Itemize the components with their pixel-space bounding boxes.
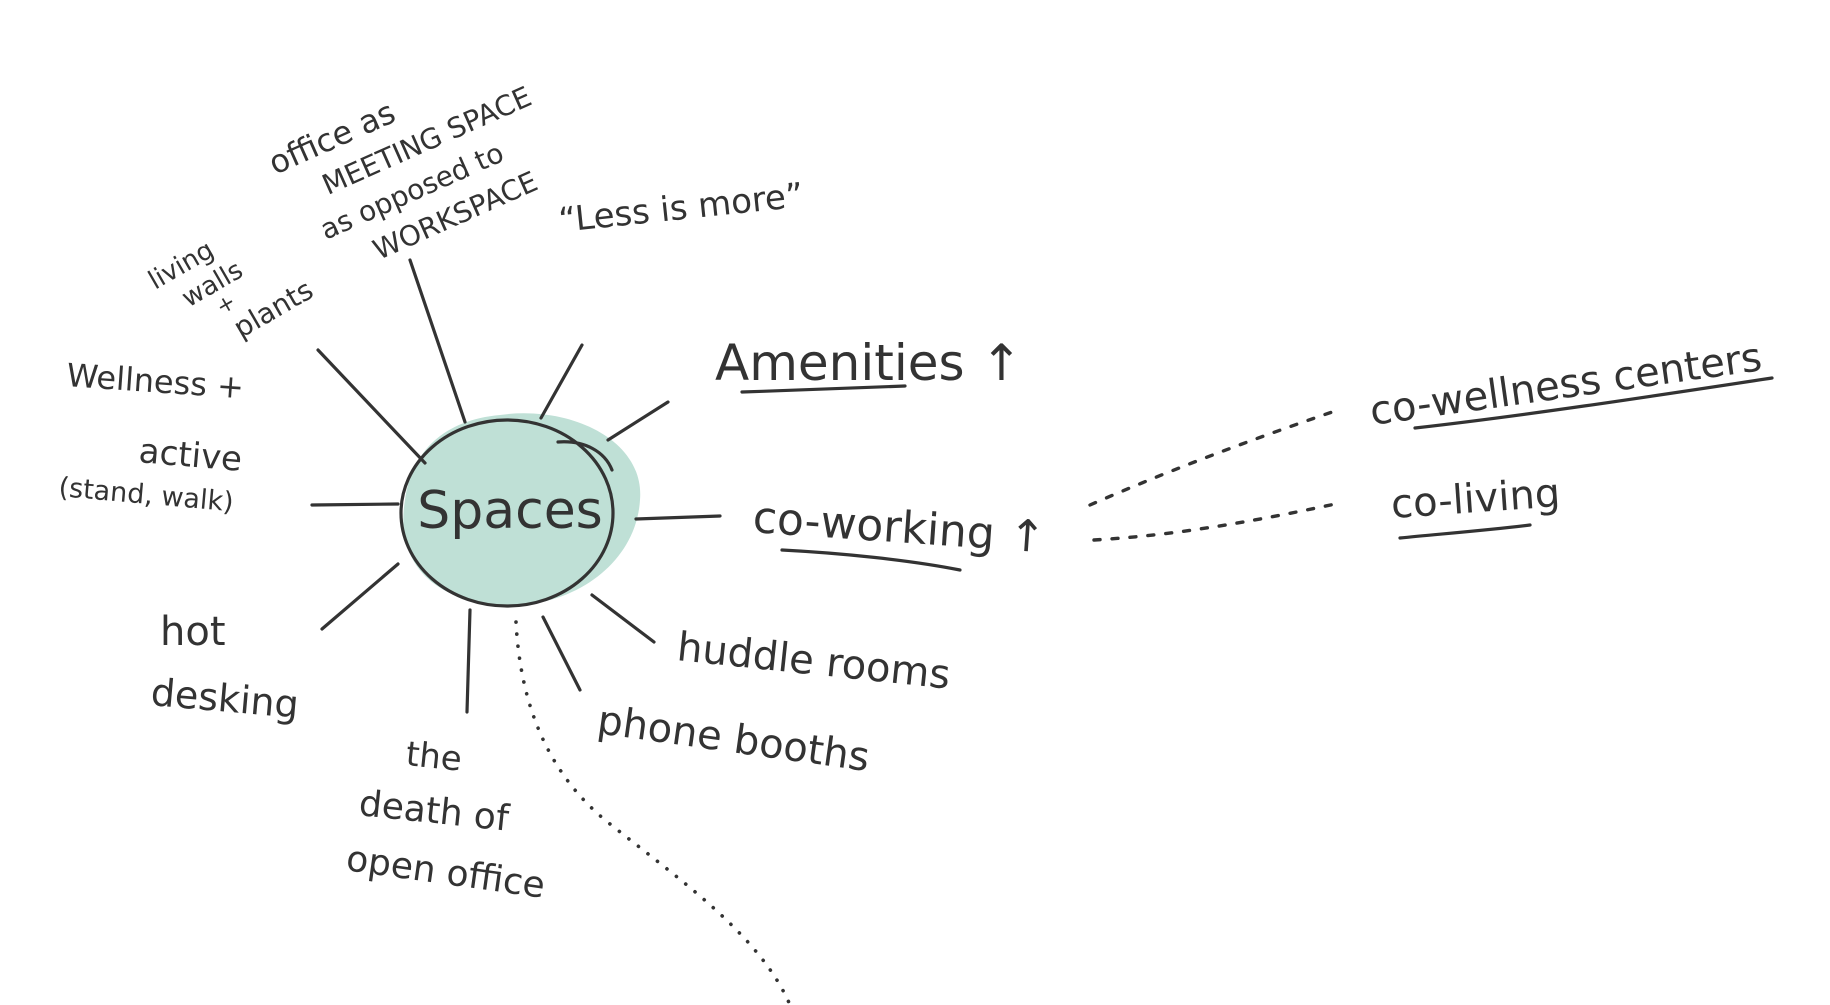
node-hotdesking-line-2: desking — [149, 670, 300, 727]
node-living-walls: living walls + plants — [144, 235, 319, 345]
center-outline — [399, 418, 615, 608]
node-office: office as MEETING SPACE as opposed to WO… — [263, 80, 543, 267]
node-amenities-underline — [740, 384, 907, 394]
node-wellness-line-3: (stand, walk) — [57, 472, 234, 518]
node-phone: phone booths — [595, 697, 873, 781]
node-wellness-line-2: active — [137, 431, 243, 480]
node-death: the death of open office — [344, 734, 548, 907]
node-cowellness-underline — [1413, 376, 1774, 430]
center-node: Spaces — [399, 413, 641, 608]
center-fill — [403, 413, 641, 606]
node-coliving-underline — [1398, 523, 1532, 540]
spoke-hotdesking — [320, 562, 400, 631]
spoke-coworking — [634, 514, 722, 521]
node-less-line-1: “Less is more” — [557, 175, 806, 240]
spoke-living-walls — [316, 348, 427, 465]
dotted-connectors — [514, 408, 1342, 1005]
spoke-huddle — [590, 593, 656, 644]
node-coworking-label: co-working ↑ — [751, 492, 1047, 563]
node-wellness-line-1: Wellness + — [65, 356, 245, 406]
node-cowellness-label: co-wellness centers — [1367, 334, 1765, 435]
node-amenities: Amenities ↑ — [715, 334, 1022, 394]
node-hotdesking: hot desking — [149, 609, 300, 727]
node-death-line-3: open office — [344, 838, 548, 906]
node-wellness: Wellness + active (stand, walk) — [57, 356, 245, 518]
node-coworking: co-working ↑ — [751, 492, 1047, 572]
node-cowellness: co-wellness centers — [1367, 334, 1774, 435]
spokes — [310, 258, 722, 714]
spoke-less — [539, 343, 584, 420]
spoke-phone — [541, 615, 582, 692]
node-amenities-label: Amenities ↑ — [715, 334, 1022, 392]
spoke-amenities — [606, 400, 670, 442]
node-death-line-2: death of — [357, 783, 512, 840]
node-coliving-label: co-living — [1389, 470, 1561, 528]
connector-to-cowellness — [1088, 408, 1340, 507]
connector-to-coliving — [1092, 501, 1342, 542]
connector-down — [514, 620, 792, 1005]
node-less: “Less is more” — [557, 175, 806, 240]
center-label: Spaces — [417, 481, 603, 541]
center-arrowhead — [556, 440, 614, 472]
node-coworking-underline — [780, 548, 962, 572]
node-phone-label: phone booths — [595, 697, 873, 781]
spoke-death — [465, 608, 472, 714]
node-huddle-label: huddle rooms — [675, 624, 953, 698]
node-coliving: co-living — [1389, 470, 1562, 540]
spoke-office — [408, 258, 467, 424]
node-death-line-1: the — [404, 734, 464, 780]
node-huddle: huddle rooms — [675, 624, 953, 698]
node-hotdesking-line-1: hot — [160, 609, 226, 655]
spoke-wellness — [310, 502, 400, 507]
